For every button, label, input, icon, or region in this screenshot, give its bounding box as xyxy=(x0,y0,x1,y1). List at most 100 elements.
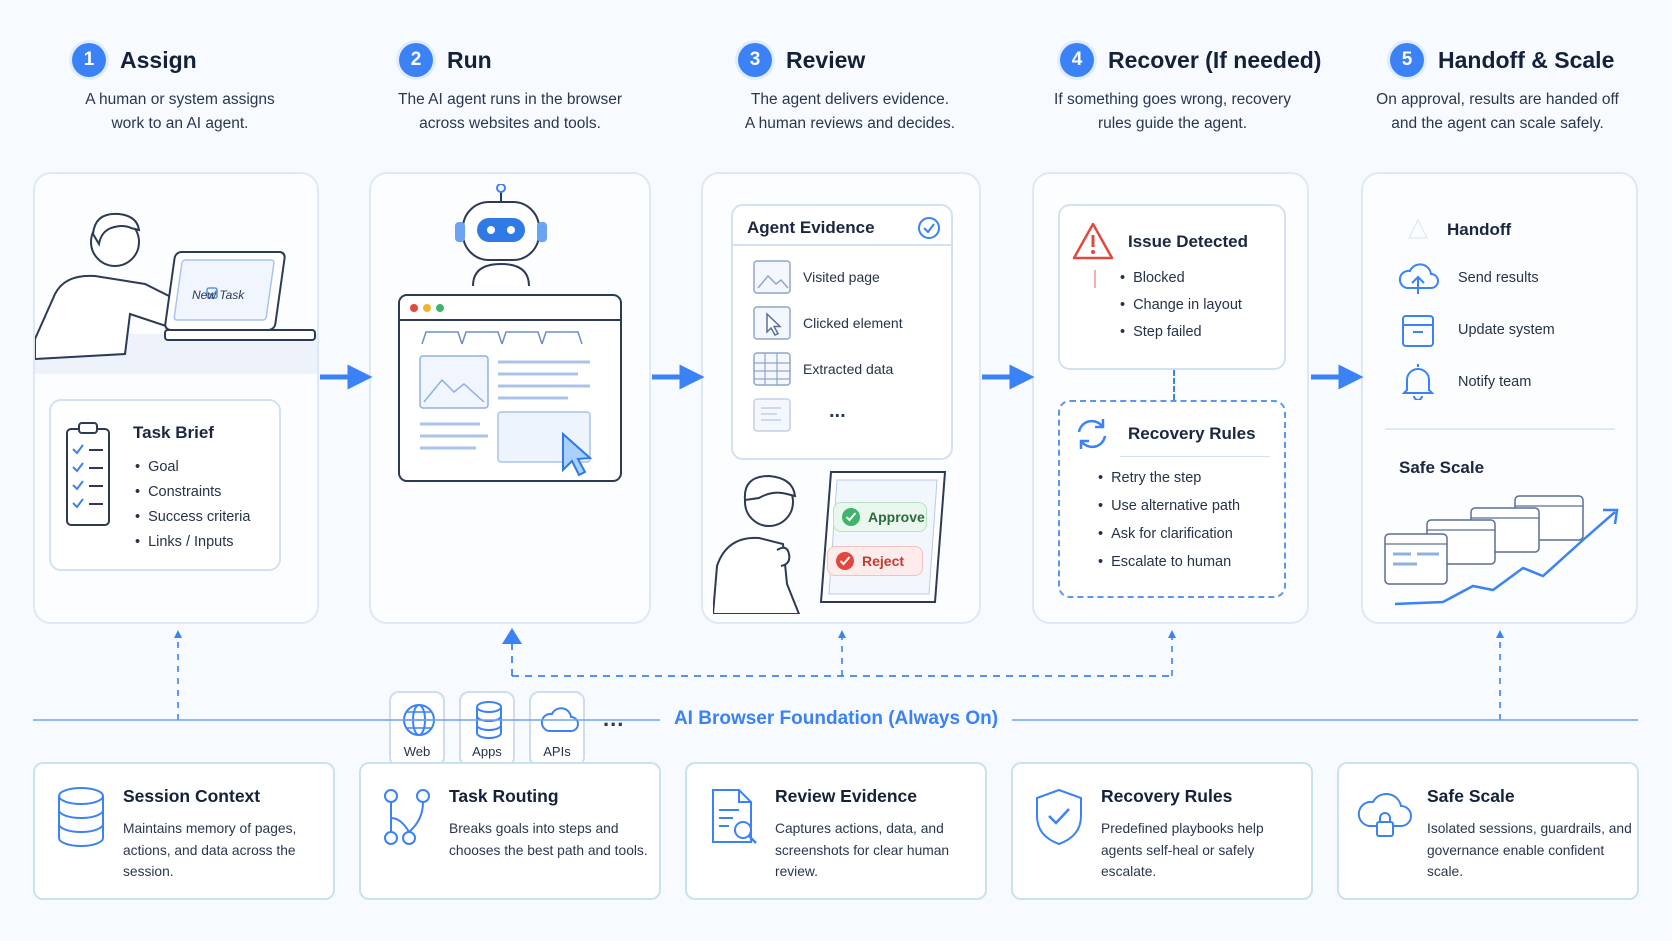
routing-nodes-icon xyxy=(384,789,430,845)
foundation-card-title: Recovery Rules xyxy=(1101,786,1233,806)
approve-label: Approve xyxy=(868,509,925,525)
tool-label: Web xyxy=(403,744,431,759)
step-2-description: The AI agent runs in the browser across … xyxy=(397,91,623,132)
foundation-card-recovery-rules: Recovery Rules Predefined playbooks help… xyxy=(1011,762,1313,900)
handoff-item: Send results xyxy=(1458,270,1539,286)
issue-item: Change in layout xyxy=(1120,297,1242,313)
shield-check-icon xyxy=(1036,788,1082,846)
task-brief-title: Task Brief xyxy=(133,423,214,442)
browser-window-illustration xyxy=(398,294,622,482)
reject-x-icon xyxy=(836,552,854,570)
database-icon xyxy=(476,701,502,739)
evidence-item: Clicked element xyxy=(803,315,903,331)
recovery-rules-title: Recovery Rules xyxy=(1128,424,1256,443)
upload-arrow-icon xyxy=(1407,218,1429,239)
foundation-card-title: Safe Scale xyxy=(1427,786,1515,806)
document-search-icon xyxy=(712,789,757,844)
run-panel: Web Apps APIs ... xyxy=(369,172,651,767)
cloud-icon xyxy=(540,707,579,732)
step-title: Run xyxy=(447,46,492,73)
foundation-card-desc: Isolated sessions, guardrails, and gover… xyxy=(1427,821,1632,879)
cloud-upload-icon xyxy=(1398,263,1439,294)
issue-item: Step failed xyxy=(1120,324,1202,340)
person-at-laptop-illustration xyxy=(35,212,317,374)
foundation-card-title: Review Evidence xyxy=(775,786,918,806)
check-circle-icon xyxy=(918,217,940,239)
foundation-card-title: Task Routing xyxy=(449,786,559,806)
tool-label: APIs xyxy=(543,744,571,759)
foundation-card-session-context: Session Context Maintains memory of page… xyxy=(33,762,335,900)
brief-item: Success criteria xyxy=(135,509,250,525)
evidence-item: Extracted data xyxy=(803,361,894,377)
approve-check-icon xyxy=(842,508,860,526)
brief-item: Goal xyxy=(135,459,179,475)
step-title: Recover (If needed) xyxy=(1108,46,1322,73)
new-task-screen-text: New Task xyxy=(192,288,245,302)
handoff-panel: Handoff Send results Update system Notif… xyxy=(1361,172,1638,624)
reject-button[interactable]: Reject xyxy=(827,546,923,576)
step-2-header: 2 Run xyxy=(399,40,492,80)
scaling-windows-growth-illustration xyxy=(1384,495,1619,606)
foundation-card-safe-scale: Safe Scale Isolated sessions, guardrails… xyxy=(1337,762,1639,900)
foundation-card-desc: Maintains memory of pages, actions, and … xyxy=(123,821,297,879)
tool-label: Apps xyxy=(472,744,502,759)
rule-item: Ask for clarification xyxy=(1098,526,1233,542)
evidence-item: Visited page xyxy=(803,269,880,285)
handoff-title: Handoff xyxy=(1447,220,1512,239)
more-evidence-ellipsis: ... xyxy=(829,400,846,422)
handoff-item: Notify team xyxy=(1458,374,1532,390)
document-icon xyxy=(753,398,791,432)
refresh-cycle-icon xyxy=(1077,419,1107,449)
tool-apps[interactable]: Apps xyxy=(459,691,515,767)
rule-item: Retry the step xyxy=(1098,470,1201,486)
approve-button[interactable]: Approve xyxy=(833,502,927,532)
foundation-card-task-routing: Task Routing Breaks goals into steps and… xyxy=(359,762,661,900)
issue-detected-title: Issue Detected xyxy=(1128,232,1248,251)
agent-evidence-card: Agent Evidence Visited page Clicked elem… xyxy=(731,204,953,460)
foundation-label: AI Browser Foundation (Always On) xyxy=(673,708,999,729)
handoff-item: Update system xyxy=(1458,322,1555,338)
rule-item: Escalate to human xyxy=(1098,554,1231,570)
agent-evidence-title: Agent Evidence xyxy=(747,218,875,237)
divider xyxy=(733,244,951,246)
step-4-header: 4 Recover (If needed) xyxy=(1060,40,1321,80)
step-number: 1 xyxy=(72,43,106,77)
step-number: 3 xyxy=(738,43,772,77)
click-pointer-icon xyxy=(753,306,791,340)
brief-item: Constraints xyxy=(135,484,221,500)
step-title: Handoff & Scale xyxy=(1438,46,1615,73)
foundation-card-review-evidence: Review Evidence Captures actions, data, … xyxy=(685,762,987,900)
divider xyxy=(1385,428,1615,430)
step-number: 4 xyxy=(1060,43,1094,77)
rule-item: Use alternative path xyxy=(1098,498,1240,514)
step-3-description: The agent delivers evidence. A human rev… xyxy=(744,91,956,132)
step-3-header: 3 Review xyxy=(738,40,865,80)
reject-label: Reject xyxy=(862,553,905,569)
step-5-header: 5 Handoff & Scale xyxy=(1390,40,1614,80)
step-number: 5 xyxy=(1390,43,1424,77)
review-panel: Agent Evidence Visited page Clicked elem… xyxy=(701,172,981,624)
step-1-header: 1 Assign xyxy=(72,40,197,80)
robot-agent-icon xyxy=(455,184,547,286)
recover-panel: Issue Detected Blocked Change in layout … xyxy=(1032,172,1309,624)
tool-web[interactable]: Web xyxy=(389,691,445,767)
divider xyxy=(1120,456,1270,457)
assign-panel: New Task Task Brief Goal Constraints Suc… xyxy=(33,172,319,624)
issue-detected-card: Issue Detected Blocked Change in layout … xyxy=(1058,204,1286,370)
issue-item: Blocked xyxy=(1120,270,1185,286)
foundation-card-desc: Predefined playbooks help agents self-he… xyxy=(1101,821,1264,879)
foundation-card-title: Session Context xyxy=(123,786,261,806)
recovery-rules-card: Recovery Rules Retry the step Use altern… xyxy=(1058,400,1286,598)
cloud-lock-icon xyxy=(1357,792,1412,837)
image-page-icon xyxy=(753,260,791,294)
step-title: Assign xyxy=(120,46,197,73)
checklist-icon xyxy=(66,422,110,526)
step-title: Review xyxy=(786,46,866,73)
more-tools-ellipsis: ... xyxy=(603,706,625,731)
brief-item: Links / Inputs xyxy=(135,534,233,550)
foundation-card-desc: Captures actions, data, and screenshots … xyxy=(775,821,950,879)
foundation-card-desc: Breaks goals into steps and chooses the … xyxy=(449,821,648,858)
tool-apis[interactable]: APIs xyxy=(529,691,585,767)
task-brief-card: Task Brief Goal Constraints Success crit… xyxy=(49,399,281,571)
